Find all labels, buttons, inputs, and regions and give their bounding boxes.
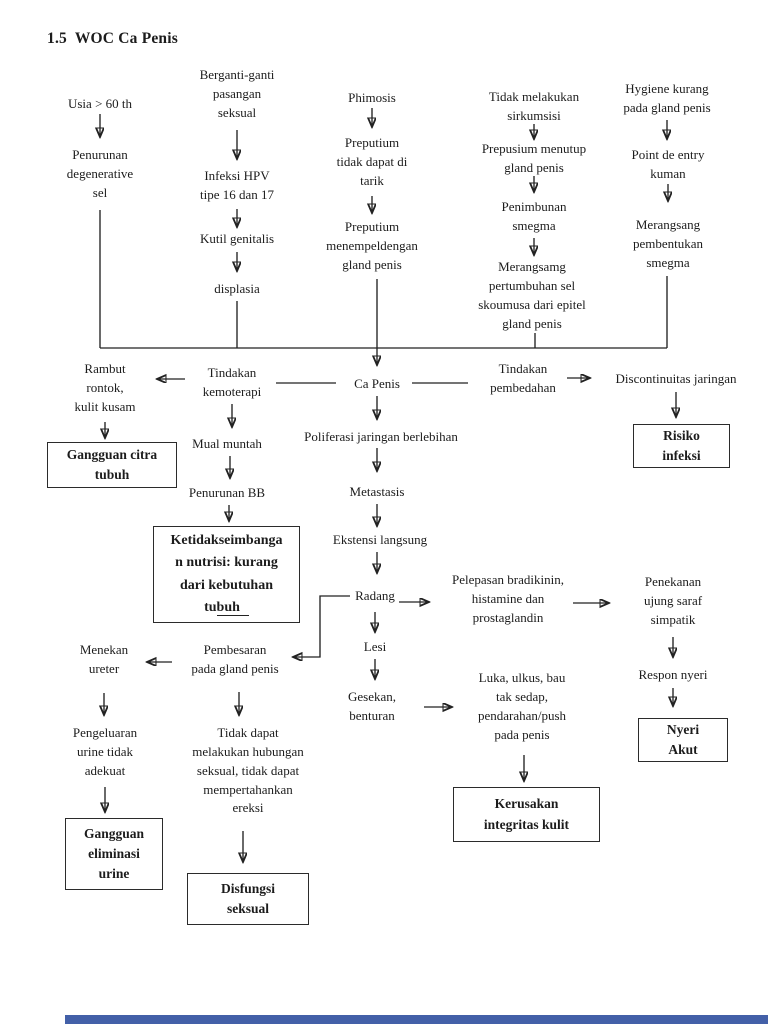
diagnosis-box-kerusakan-integritas: Kerusakan integritas kulit bbox=[453, 787, 600, 842]
flow-node-luka-ulkus: Luka, ulkus, bau tak sedap, pendarahan/p… bbox=[477, 670, 567, 742]
flow-node-radang: Radang bbox=[355, 588, 395, 603]
flow-node-gesekan: Gesekan, benturan bbox=[347, 689, 396, 723]
flow-node-penekanan: Penekanan ujung saraf simpatik bbox=[643, 574, 703, 627]
flow-node-tindakan-pembedahan: Tindakan pembedahan bbox=[490, 361, 556, 395]
flow-node-mual-muntah: Mual muntah bbox=[192, 436, 262, 451]
flow-node-rambut-rontok: Rambut rontok, kulit kusam bbox=[74, 361, 136, 414]
flow-node-respon-nyeri: Respon nyeri bbox=[638, 667, 708, 682]
flow-node-discontinuitas: Discontinuitas jaringan bbox=[615, 371, 737, 386]
flow-node-metastasis: Metastasis bbox=[349, 484, 405, 499]
flow-node-menekan-ureter: Menekan ureter bbox=[79, 642, 129, 676]
flow-node-tindakan-kemoterapi: Tindakan kemoterapi bbox=[202, 365, 262, 399]
flow-node-preputium-tidak-dapat: Preputium tidak dapat di tarik bbox=[336, 135, 408, 188]
flow-node-prepusium-menutup: Prepusium menutup gland penis bbox=[481, 141, 587, 175]
flow-node-penimbunan-smegma: Penimbunan smegma bbox=[501, 199, 567, 233]
flow-node-phimosis: Phimosis bbox=[348, 90, 396, 105]
flow-node-merangsamg-pertumbuhan: Merangsamg pertumbuhan sel skoumusa dari… bbox=[478, 259, 586, 331]
flow-node-pelepasan: Pelepasan bradikinin, histamine dan pros… bbox=[452, 572, 564, 625]
flow-node-penurunan-bb: Penurunan BB bbox=[188, 485, 266, 500]
flow-node-tidak-sirkumsisi: Tidak melakukan sirkumsisi bbox=[488, 89, 580, 123]
flow-node-lesi: Lesi bbox=[363, 639, 387, 654]
flow-node-displasia: displasia bbox=[214, 281, 260, 296]
flow-node-usia: Usia > 60 th bbox=[67, 96, 133, 111]
page-title: 1.5 WOC Ca Penis bbox=[47, 30, 178, 47]
diagnosis-box-gangguan-citra-tubuh: Gangguan citra tubuh bbox=[47, 442, 177, 488]
flow-node-point-de-entry: Point de entry kuman bbox=[631, 147, 705, 181]
diagnosis-text-last: tu bbox=[204, 599, 217, 615]
diagnosis-text-underlined: buh bbox=[216, 599, 249, 616]
flow-node-preputium-menempel: Preputium menempeldengan gland penis bbox=[326, 219, 418, 272]
diagnosis-box-nyeri-akut: Nyeri Akut bbox=[638, 718, 728, 762]
flow-node-hygiene-kurang: Hygiene kurang pada gland penis bbox=[623, 81, 711, 115]
diagnosis-box-gangguan-eliminasi: Gangguan eliminasi urine bbox=[65, 818, 163, 890]
flow-node-ca-penis: Ca Penis bbox=[354, 376, 400, 391]
diagnosis-box-ketidakseimbangan-nutrisi: Ketidakseimbanga n nutrisi: kurang dari … bbox=[153, 526, 300, 623]
flow-node-pembesaran: Pembesaran pada gland penis bbox=[191, 642, 279, 676]
diagnosis-text-main: Ketidakseimbanga n nutrisi: kurang dari … bbox=[170, 532, 283, 593]
diagnosis-box-disfungsi-seksual: Disfungsi seksual bbox=[187, 873, 309, 925]
flow-node-pengeluaran-urine: Pengeluaran urine tidak adekuat bbox=[72, 725, 138, 778]
flow-node-tidak-hubungan: Tidak dapat melakukan hubungan seksual, … bbox=[192, 725, 304, 816]
flow-node-penurunan-degeneratif: Penurunan degenerative sel bbox=[66, 147, 134, 200]
flow-node-poliferasi: Poliferasi jaringan berlebihan bbox=[304, 429, 458, 444]
next-page-edge-strip bbox=[65, 1015, 768, 1024]
flow-node-infeksi-hpv: Infeksi HPV tipe 16 dan 17 bbox=[199, 168, 274, 202]
flow-node-kutil-genitalis: Kutil genitalis bbox=[199, 231, 275, 246]
flow-node-ekstensi: Ekstensi langsung bbox=[332, 532, 428, 547]
flow-node-merangsang-pembentukan: Merangsang pembentukan smegma bbox=[632, 217, 704, 270]
diagnosis-text: Ketidakseimbanga n nutrisi: kurang dari … bbox=[170, 530, 283, 620]
flow-node-berganti-pasangan: Berganti-ganti pasangan seksual bbox=[199, 67, 275, 120]
diagnosis-box-risiko-infeksi: Risiko infeksi bbox=[633, 424, 730, 468]
